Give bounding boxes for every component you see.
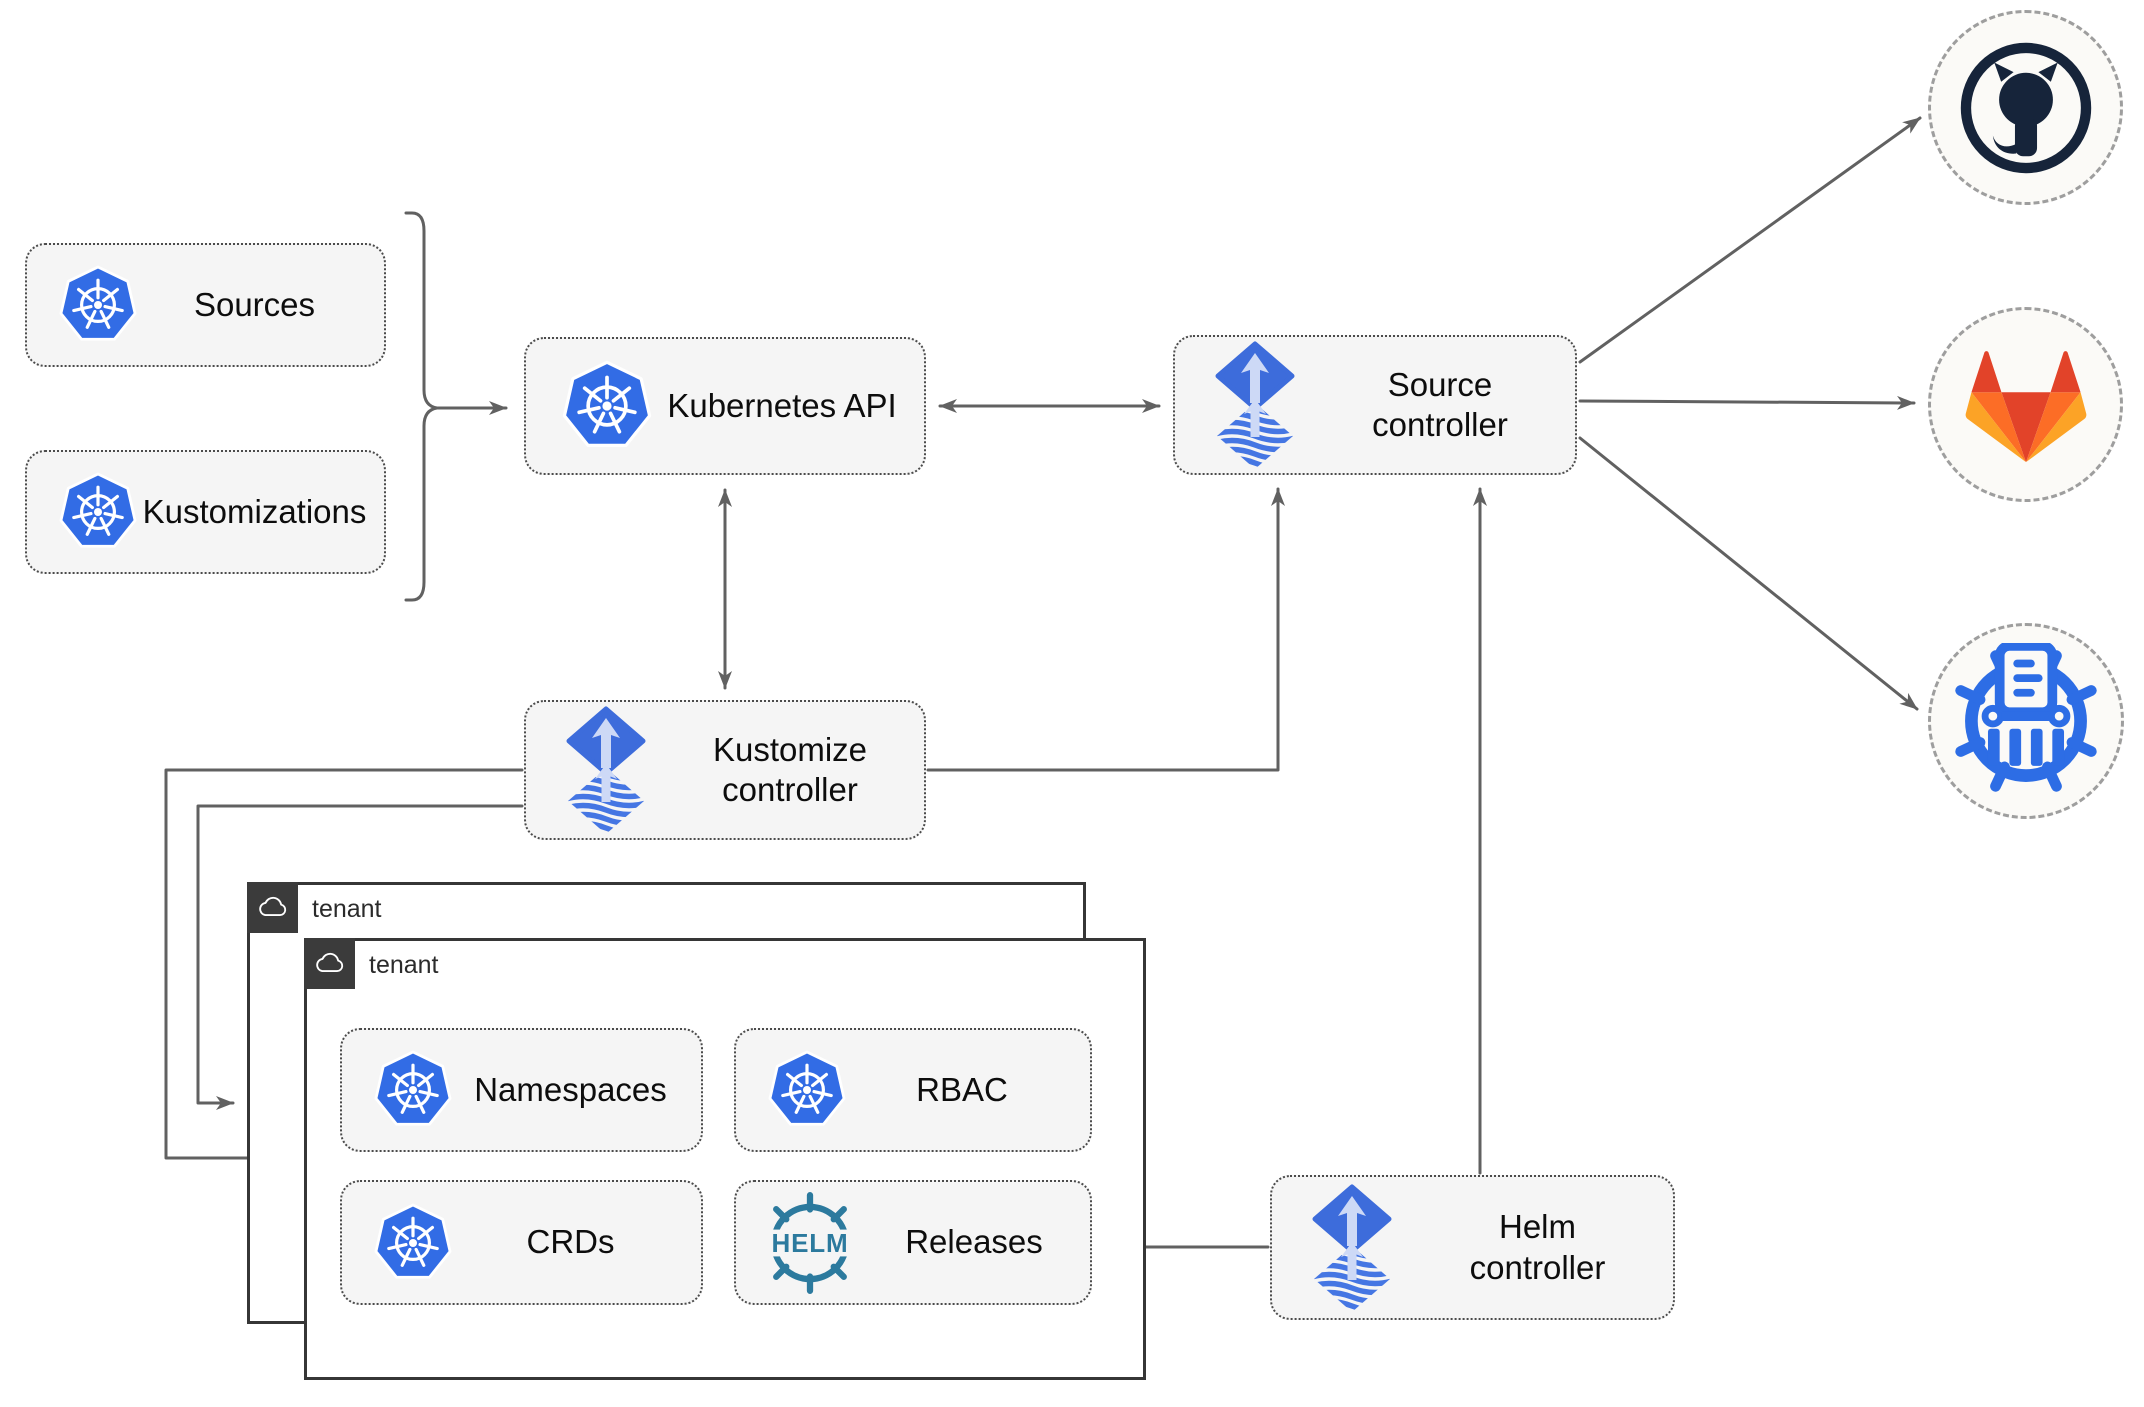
node-helm-controller: Helm controller: [1270, 1175, 1675, 1320]
node-source-controller: Source controller: [1173, 335, 1577, 475]
node-releases: HELM Releases: [734, 1180, 1092, 1305]
kubernetes-icon: [57, 265, 139, 345]
node-releases-label: Releases: [905, 1223, 1043, 1261]
node-sources-label: Sources: [193, 285, 316, 323]
helm-logo-icon: HELM: [748, 1191, 872, 1295]
external-helm-repository: [1928, 623, 2124, 819]
node-helm-controller-label: Helm controller: [1469, 1208, 1606, 1286]
kubernetes-icon: [372, 1203, 454, 1283]
node-crds-label: CRDs: [526, 1223, 615, 1261]
flux-icon: [556, 706, 656, 834]
node-rbac-label: RBAC: [916, 1070, 1008, 1108]
kubernetes-icon: [560, 360, 654, 452]
flux-icon: [1302, 1184, 1402, 1312]
node-crds: CRDs: [340, 1180, 703, 1305]
tenant-box-front: tenant Namespaces: [304, 938, 1146, 1380]
edge-kustomize-to-tenant-back: [196, 804, 524, 1110]
edge-source-to-gitlab: [1578, 395, 1916, 410]
node-kubernetes-api-label: Kubernetes API: [667, 386, 897, 424]
flux-icon: [1205, 341, 1305, 469]
tenant-front-label: tenant: [369, 951, 439, 979]
external-gitlab: [1928, 307, 2123, 502]
edge-bracket-sources-group: [404, 211, 439, 602]
node-namespaces: Namespaces: [340, 1028, 703, 1152]
node-rbac: RBAC: [734, 1028, 1092, 1152]
edge-kustomize-to-tenant-front: [164, 768, 524, 1165]
node-kubernetes-api: Kubernetes API: [524, 337, 926, 475]
cloud-icon: [304, 938, 355, 989]
helm-logo-text: HELM: [771, 1228, 848, 1258]
node-kustomize-controller-label: Kustomize controller: [712, 730, 868, 808]
cloud-icon: [247, 882, 298, 933]
node-kustomize-controller: Kustomize controller: [524, 700, 926, 840]
gitlab-logo-icon: [1965, 346, 2087, 464]
node-namespaces-label: Namespaces: [474, 1070, 667, 1108]
node-kustomizations-label: Kustomizations: [142, 492, 367, 530]
external-github: [1928, 10, 2123, 205]
tenant-back-label: tenant: [312, 895, 382, 923]
edge-source-to-helm-repository: [1578, 436, 1919, 711]
kubernetes-icon: [766, 1050, 848, 1130]
node-kustomizations: Kustomizations: [25, 450, 386, 574]
kubernetes-icon: [372, 1050, 454, 1130]
node-sources: Sources: [25, 243, 386, 367]
github-logo-icon: [1957, 39, 2095, 177]
edge-kustomize-to-source-controller: [926, 487, 1285, 772]
node-source-controller-label: Source controller: [1372, 365, 1508, 443]
chartmuseum-logo-icon: [1948, 643, 2104, 799]
kubernetes-icon: [57, 472, 139, 552]
edge-source-to-github: [1578, 116, 1922, 364]
